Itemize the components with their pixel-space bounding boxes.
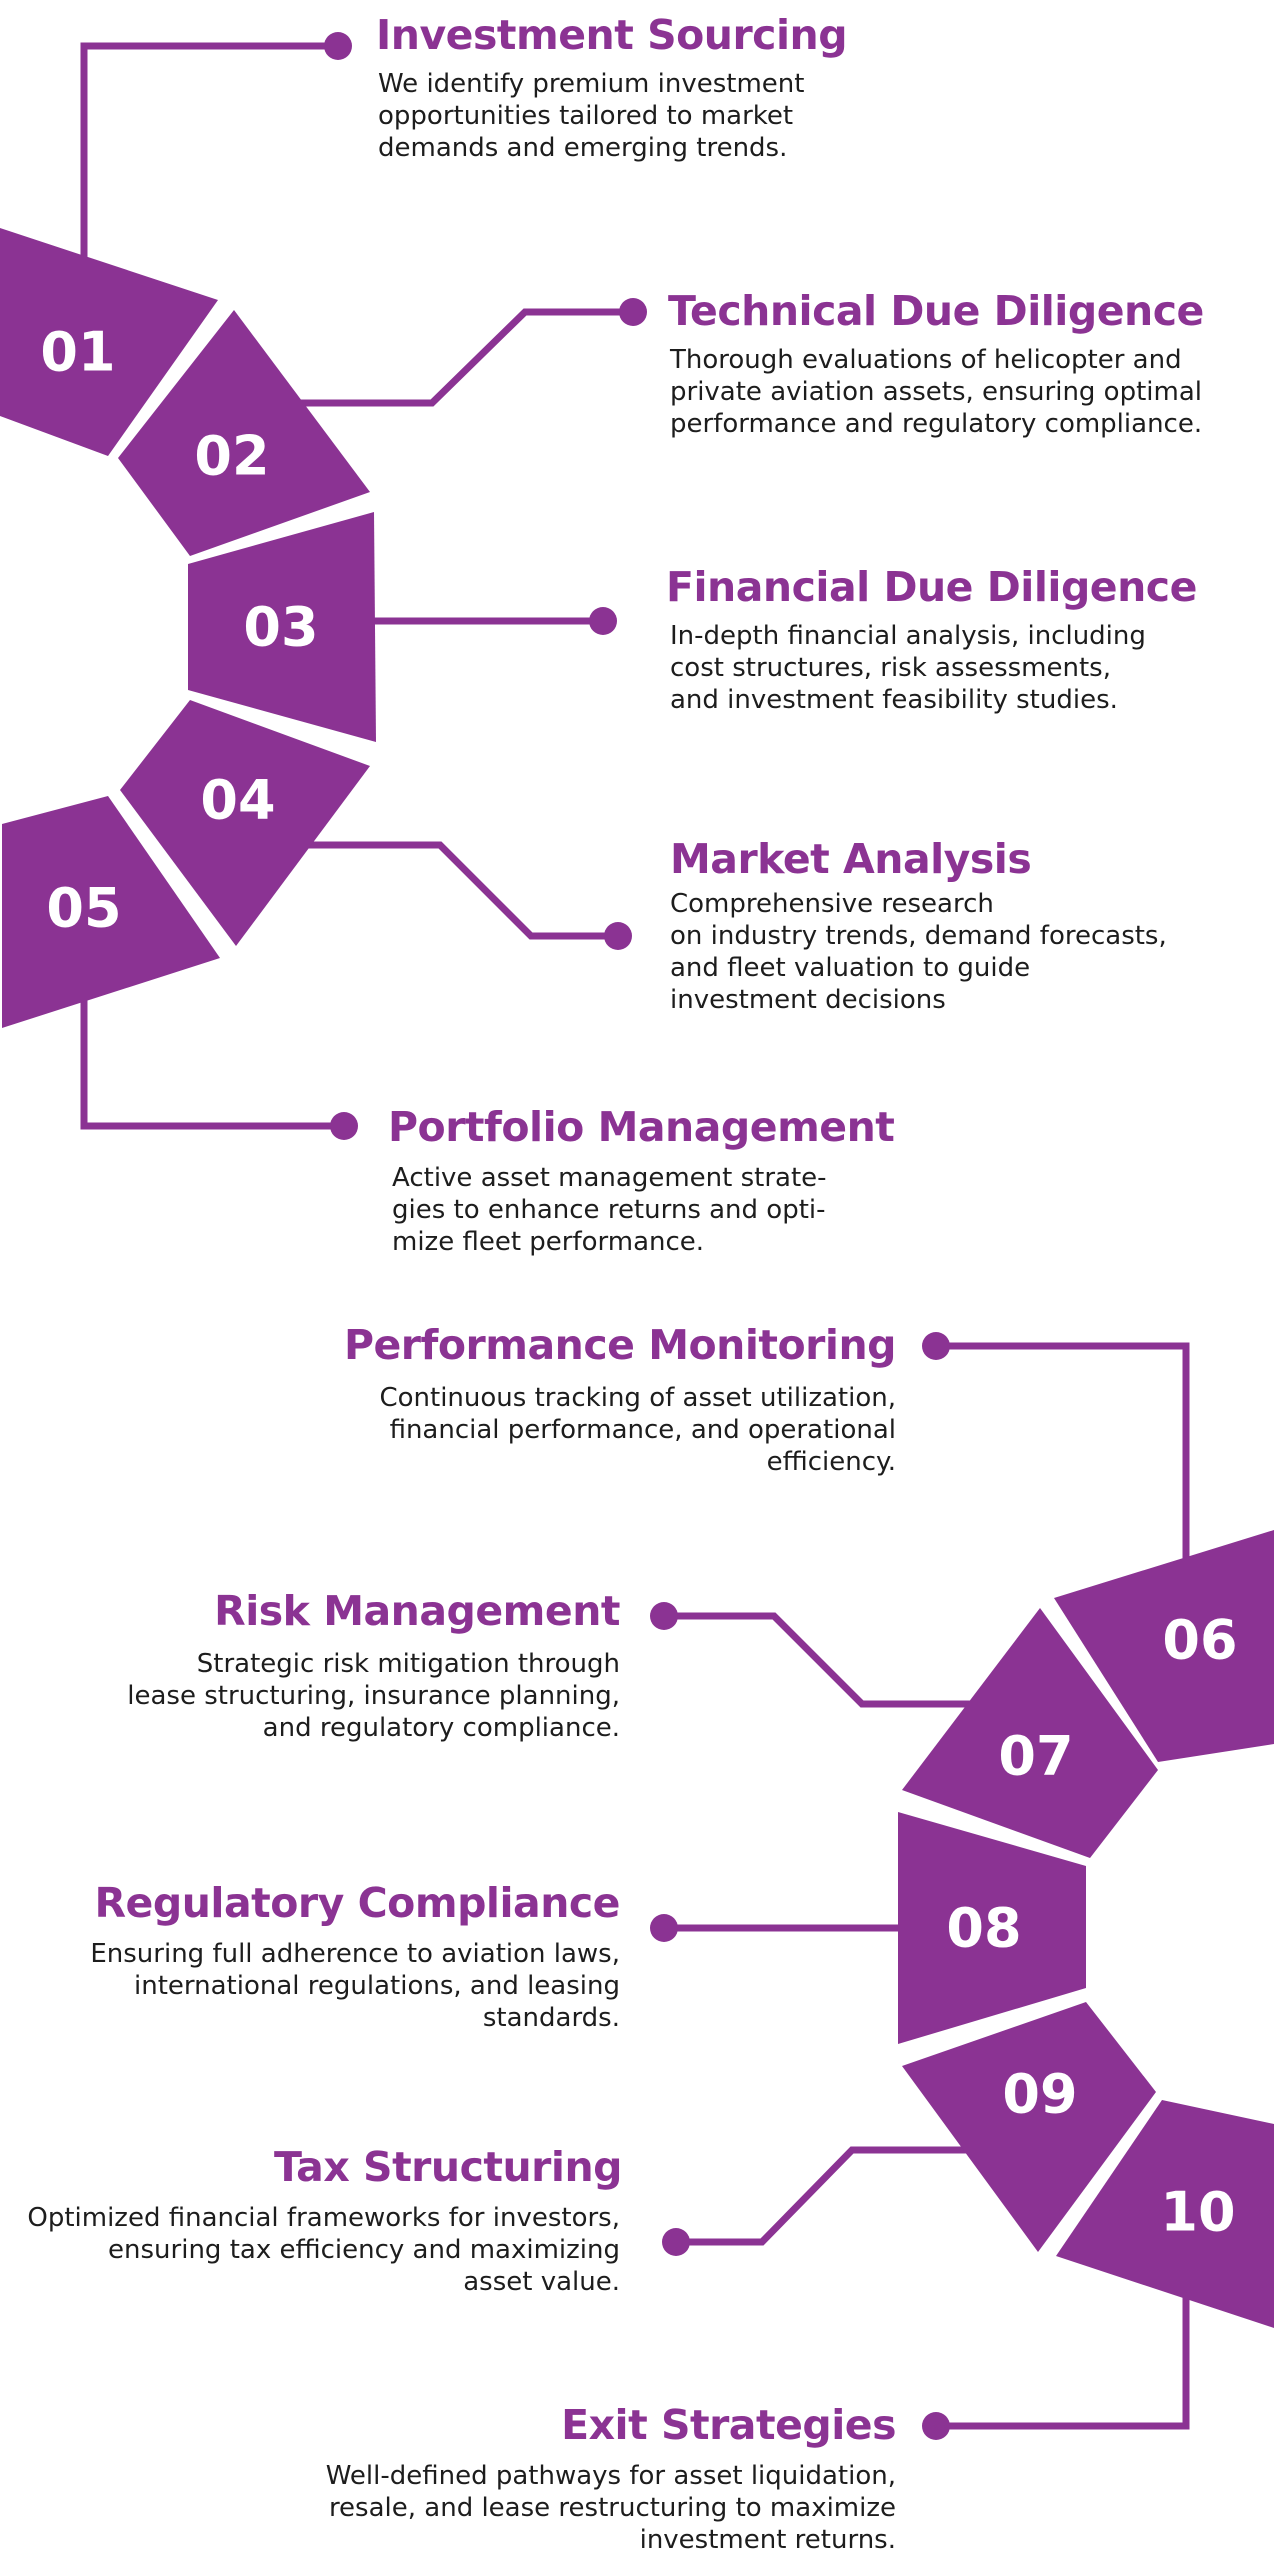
connector-02 xyxy=(296,308,633,407)
dot-03 xyxy=(589,607,617,635)
step-number-01: 01 xyxy=(40,321,115,384)
step-title-04: Market Analysis xyxy=(670,835,1032,883)
segment-08 xyxy=(898,1812,1086,2044)
step-number-07: 07 xyxy=(998,1725,1073,1788)
step-number-02: 02 xyxy=(194,425,269,488)
step-number-03: 03 xyxy=(243,596,318,659)
connector-09 xyxy=(676,2146,980,2246)
connector-10 xyxy=(936,2290,1190,2430)
step-desc-10: Well-defined pathways for asset liquidat… xyxy=(325,2461,896,2555)
step-number-08: 08 xyxy=(946,1897,1021,1960)
step-title-03: Financial Due Diligence xyxy=(666,563,1197,611)
segment-09 xyxy=(902,2002,1156,2252)
step-title-07: Risk Management xyxy=(214,1587,620,1635)
segment-03 xyxy=(188,512,376,742)
segment-10 xyxy=(1056,2100,1274,2328)
step-title-09: Tax Structuring xyxy=(273,2143,623,2191)
dot-02 xyxy=(619,298,647,326)
segment-07 xyxy=(902,1608,1158,1858)
step-desc-08: Ensuring full adherence to aviation laws… xyxy=(90,1939,620,2033)
segment-06 xyxy=(1054,1530,1274,1762)
connector-07 xyxy=(664,1612,980,1708)
step-number-05: 05 xyxy=(46,877,121,940)
step-desc-04: Comprehensive research on industry trend… xyxy=(670,889,1167,1015)
step-title-10: Exit Strategies xyxy=(561,2401,896,2449)
step-title-01: Investment Sourcing xyxy=(376,11,848,59)
dot-07 xyxy=(650,1602,678,1630)
step-desc-06: Continuous tracking of asset utilization… xyxy=(379,1383,896,1477)
step-title-08: Regulatory Compliance xyxy=(94,1879,620,1927)
connector-06 xyxy=(936,1342,1190,1560)
step-desc-09: Optimized financial frameworks for inves… xyxy=(27,2203,620,2297)
step-title-05: Portfolio Management xyxy=(388,1103,895,1151)
step-desc-05: Active asset management strate- gies to … xyxy=(392,1163,827,1257)
segment-04 xyxy=(120,700,370,946)
step-number-06: 06 xyxy=(1162,1609,1237,1672)
segment-05 xyxy=(2,796,220,1028)
dot-04 xyxy=(604,922,632,950)
dot-06 xyxy=(922,1332,950,1360)
connector-05 xyxy=(80,1000,344,1130)
connector-01 xyxy=(80,42,338,260)
step-title-02: Technical Due Diligence xyxy=(668,287,1204,335)
step-desc-03: In-depth financial analysis, including c… xyxy=(670,621,1146,715)
step-title-06: Performance Monitoring xyxy=(343,1321,897,1369)
segment-02 xyxy=(118,310,370,556)
step-number-10: 10 xyxy=(1160,2181,1235,2244)
dot-10 xyxy=(922,2412,950,2440)
dot-08 xyxy=(650,1914,678,1942)
step-desc-02: Thorough evaluations of helicopter and p… xyxy=(670,345,1203,439)
step-number-09: 09 xyxy=(1002,2063,1077,2126)
dot-09 xyxy=(662,2228,690,2256)
step-number-04: 04 xyxy=(200,769,275,832)
dot-05 xyxy=(330,1112,358,1140)
step-desc-07: Strategic risk mitigation through lease … xyxy=(127,1649,620,1743)
segment-01 xyxy=(0,228,218,456)
connector-04 xyxy=(296,841,618,940)
step-desc-01: We identify premium investment opportuni… xyxy=(378,69,805,163)
dot-01 xyxy=(324,32,352,60)
